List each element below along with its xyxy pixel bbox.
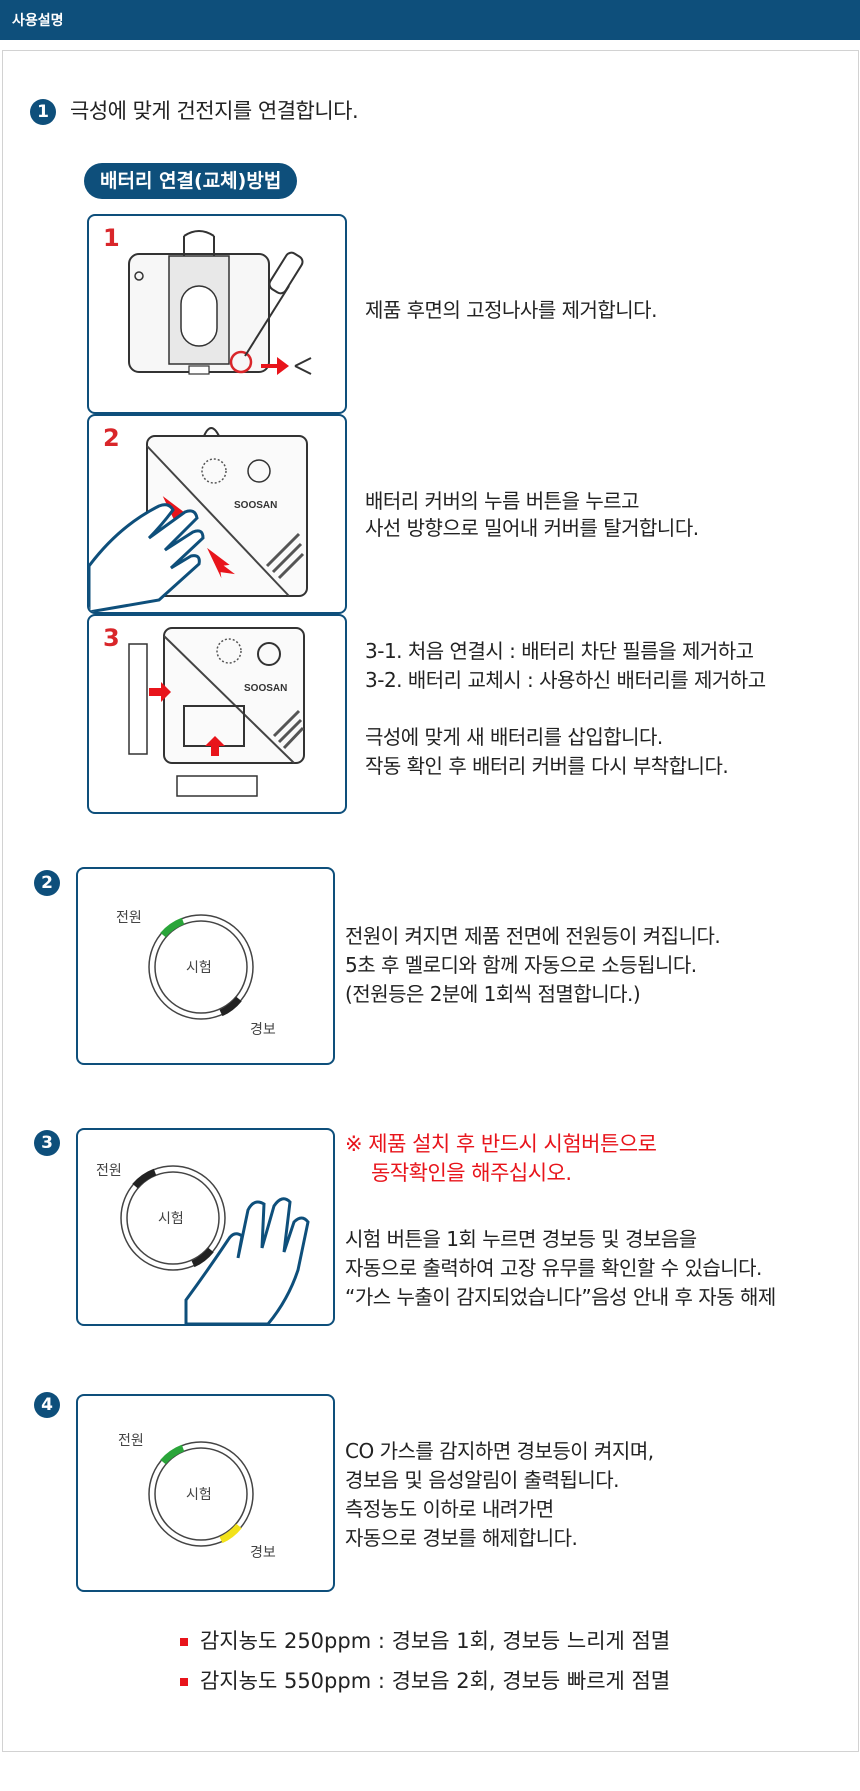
battery-step-3-line-4: 극성에 맞게 새 배터리를 삽입합니다. — [365, 725, 663, 749]
step-2-line-1: 전원이 켜지면 제품 전면에 전원등이 켜집니다. — [345, 924, 721, 948]
battery-step-2-line-2: 사선 방향으로 밀어내 커버를 탈거합니다. — [365, 516, 699, 540]
alarm-ring-illustration — [148, 1441, 254, 1547]
ring-test-label-3: 시험 — [158, 1211, 184, 1227]
step-3-warning-line-2: 동작확인을 해주십시오. — [371, 1161, 572, 1185]
ring-power-label-4: 전원 — [118, 1433, 144, 1449]
battery-step-2-image: SOOSAN 2 — [87, 414, 347, 614]
bullet-250ppm: 감지농도 250ppm : 경보음 1회, 경보등 느리게 점멸 — [180, 1626, 670, 1656]
step-3-line-3: “가스 누출이 감지되었습니다”음성 안내 후 자동 해제 — [345, 1285, 776, 1309]
battery-step-1-image: 1 — [87, 214, 347, 414]
step-2-ring-image: 전원 시험 경보 — [76, 867, 335, 1065]
cover-removal-illustration: SOOSAN — [89, 427, 308, 612]
rear-screw-illustration — [128, 230, 312, 375]
step-3-line-1: 시험 버튼을 1회 누르면 경보등 및 경보음을 — [345, 1227, 697, 1251]
ring-test-label-4: 시험 — [186, 1487, 212, 1503]
battery-step-2-number: 2 — [103, 424, 120, 452]
battery-insert-illustration: SOOSAN — [128, 627, 305, 797]
ring-power-label: 전원 — [116, 910, 142, 926]
brand-logo: SOOSAN — [234, 500, 277, 511]
battery-step-3-number: 3 — [103, 624, 120, 652]
test-button-illustration — [120, 1165, 310, 1324]
battery-step-3-line-2: 3-2. 배터리 교체시 : 사용하신 배터리를 제거하고 — [365, 668, 766, 692]
step-2-line-3: (전원등은 2분에 1회씩 점멸합니다.) — [345, 982, 641, 1006]
step-3-ring-image: 전원 시험 — [76, 1128, 335, 1326]
step-4-line-1: CO 가스를 감지하면 경보등이 켜지며, — [345, 1439, 654, 1463]
battery-step-3-line-5: 작동 확인 후 배터리 커버를 다시 부착합니다. — [365, 754, 729, 778]
step-4-number: 4 — [34, 1392, 60, 1418]
ring-power-label-3: 전원 — [96, 1163, 122, 1179]
bullet-marker — [180, 1638, 188, 1646]
battery-step-3-image: SOOSAN 3 — [87, 614, 347, 814]
power-ring-illustration — [148, 914, 254, 1020]
bullet-marker — [180, 1678, 188, 1686]
ring-test-label: 시험 — [186, 960, 212, 976]
step-3-number: 3 — [34, 1130, 60, 1156]
ring-alarm-label-4: 경보 — [250, 1545, 276, 1561]
battery-step-2-line-1: 배터리 커버의 누름 버튼을 누르고 — [365, 489, 640, 513]
battery-step-3-line-1: 3-1. 처음 연결시 : 배터리 차단 필름을 제거하고 — [365, 639, 754, 663]
bullet-550ppm-text: 감지농도 550ppm : 경보음 2회, 경보등 빠르게 점멸 — [200, 1669, 671, 1693]
brand-logo-2: SOOSAN — [244, 683, 287, 694]
header-bar: 사용설명 — [0, 0, 860, 40]
battery-step-1-number: 1 — [103, 224, 120, 252]
step-3-line-2: 자동으로 출력하여 고장 유무를 확인할 수 있습니다. — [345, 1256, 762, 1280]
step-4-ring-image: 전원 시험 경보 — [76, 1394, 335, 1592]
step-2-number: 2 — [34, 870, 60, 896]
step-1-text: 극성에 맞게 건전지를 연결합니다. — [70, 99, 359, 123]
step-4-line-3: 측정농도 이하로 내려가면 — [345, 1497, 554, 1521]
battery-method-title: 배터리 연결(교체)방법 — [84, 163, 298, 199]
bullet-550ppm: 감지농도 550ppm : 경보음 2회, 경보등 빠르게 점멸 — [180, 1666, 670, 1696]
bullet-250ppm-text: 감지농도 250ppm : 경보음 1회, 경보등 느리게 점멸 — [200, 1629, 671, 1653]
header-title: 사용설명 — [12, 13, 64, 29]
step-1-number: 1 — [30, 99, 56, 125]
ring-alarm-label: 경보 — [250, 1022, 276, 1038]
step-4-line-2: 경보음 및 음성알림이 출력됩니다. — [345, 1468, 620, 1492]
step-3-warning-line-1: ※ 제품 설치 후 반드시 시험버튼으로 — [345, 1132, 657, 1156]
step-4-line-4: 자동으로 경보를 해제합니다. — [345, 1526, 578, 1550]
battery-step-1-text: 제품 후면의 고정나사를 제거합니다. — [365, 298, 657, 322]
step-2-line-2: 5초 후 멜로디와 함께 자동으로 소등됩니다. — [345, 953, 697, 977]
